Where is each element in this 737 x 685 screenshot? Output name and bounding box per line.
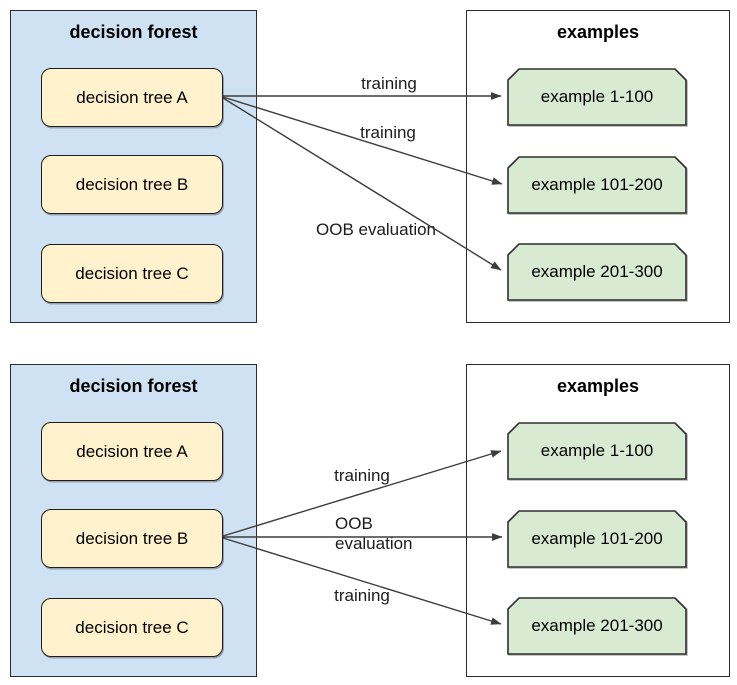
example-card-1: example 1-100	[507, 422, 687, 480]
card-shape	[507, 510, 687, 568]
tree-node-c: decision tree C	[41, 598, 223, 657]
example-card-3: example 201-300	[507, 597, 687, 655]
arrow-label-training-1: training	[361, 74, 417, 93]
tree-node-c: decision tree C	[41, 244, 223, 303]
arrow-label-oob-evaluation: OOB evaluation	[335, 514, 413, 553]
arrow-label-training-2: training	[360, 123, 416, 142]
tree-node-label: decision tree C	[75, 263, 189, 283]
example-card-label: example 101-200	[531, 175, 663, 194]
example-card-label: example 201-300	[531, 616, 663, 635]
tree-node-label: decision tree B	[75, 174, 189, 194]
example-card-label: example 101-200	[531, 529, 663, 548]
tree-node-a: decision tree A	[41, 68, 223, 127]
tree-node-label: decision tree B	[75, 528, 189, 548]
forest-box-top: decision forest decision tree A decision…	[10, 10, 257, 323]
example-card-1: example 1-100	[507, 68, 687, 126]
forest-box-bottom: decision forest decision tree A decision…	[10, 364, 257, 677]
example-card-label: example 201-300	[531, 262, 663, 281]
example-card-3: example 201-300	[507, 243, 687, 301]
arrow-label-training-1: training	[334, 466, 390, 485]
forest-title: decision forest	[69, 22, 198, 42]
card-shape	[507, 243, 687, 301]
tree-node-b: decision tree B	[41, 509, 223, 568]
arrow-label-training-2: training	[334, 586, 390, 605]
examples-title: examples	[556, 376, 640, 396]
examples-box-top: examples example 1-100 example 101-200 e…	[466, 10, 730, 323]
forest-title: decision forest	[69, 376, 198, 396]
examples-box-bottom: examples example 1-100 example 101-200 e…	[466, 364, 730, 677]
examples-title: examples	[556, 22, 640, 42]
arrow-label-oob-evaluation: OOB evaluation	[315, 220, 437, 239]
example-card-2: example 101-200	[507, 156, 687, 214]
example-card-label: example 1-100	[540, 441, 654, 460]
example-card-2: example 101-200	[507, 510, 687, 568]
card-shape	[507, 156, 687, 214]
tree-node-label: decision tree A	[76, 441, 188, 461]
tree-node-b: decision tree B	[41, 155, 223, 214]
card-shape	[507, 597, 687, 655]
card-shape	[507, 68, 687, 126]
tree-node-label: decision tree A	[76, 87, 188, 107]
tree-node-a: decision tree A	[41, 422, 223, 481]
example-card-label: example 1-100	[540, 87, 654, 106]
card-shape	[507, 422, 687, 480]
tree-node-label: decision tree C	[75, 617, 189, 637]
